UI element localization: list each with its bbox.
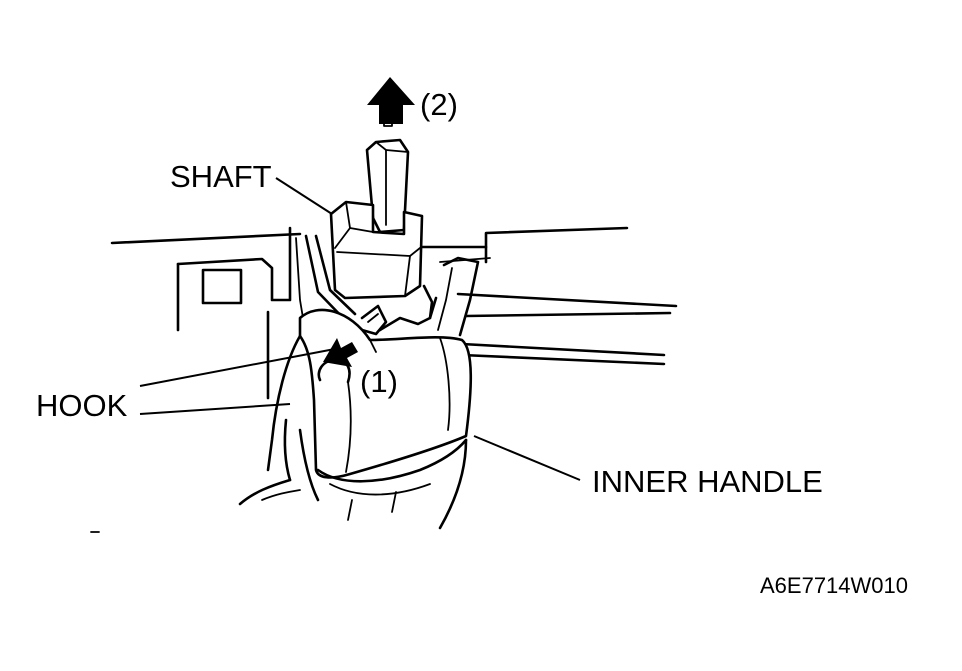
leader-lines <box>139 177 581 481</box>
label-step1: (1) <box>360 364 398 399</box>
shaft <box>329 112 424 300</box>
label-shaft: SHAFT <box>170 159 272 194</box>
arrow-down-left-icon <box>323 338 358 367</box>
label-inner-handle: INNER HANDLE <box>592 464 823 499</box>
figure-code: A6E7714W010 <box>760 573 908 598</box>
label-hook: HOOK <box>36 388 128 423</box>
arrow-up-icon <box>367 77 415 124</box>
hand <box>238 334 468 530</box>
label-step2: (2) <box>420 87 458 122</box>
